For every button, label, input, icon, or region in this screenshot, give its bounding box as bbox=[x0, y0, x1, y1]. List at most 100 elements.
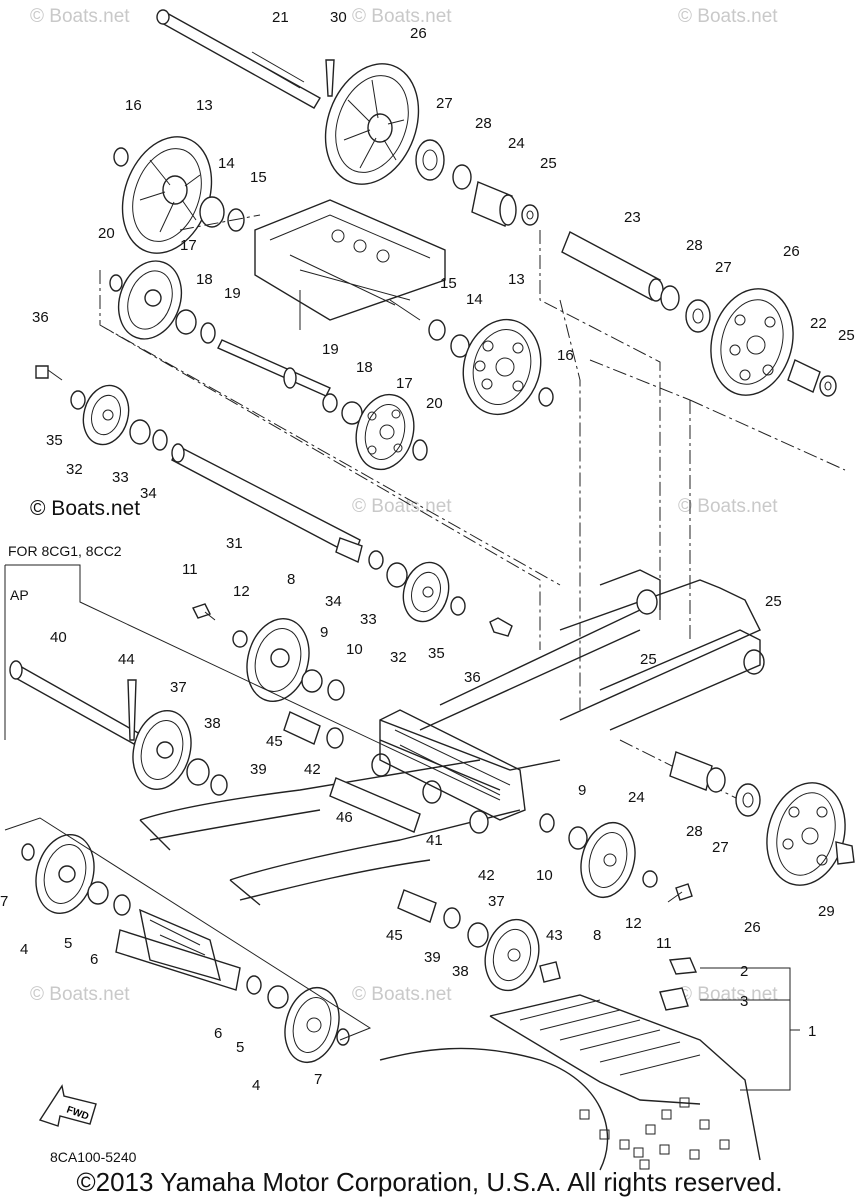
watermark-text: © Boats.net bbox=[678, 984, 778, 1005]
callout-37: 37 bbox=[488, 893, 505, 910]
callout-28: 28 bbox=[686, 237, 703, 254]
diagram-code: 8CA100-5240 bbox=[50, 1149, 137, 1165]
watermark-text: © Boats.net bbox=[678, 496, 778, 517]
callout-19: 19 bbox=[224, 285, 241, 302]
callout-29: 29 bbox=[818, 903, 835, 920]
callout-21: 21 bbox=[272, 9, 289, 26]
model-note: FOR 8CG1, 8CC2 bbox=[8, 543, 122, 559]
callout-27: 27 bbox=[712, 839, 729, 856]
callout-17: 17 bbox=[180, 237, 197, 254]
callout-27: 27 bbox=[436, 95, 453, 112]
callout-34: 34 bbox=[325, 593, 342, 610]
callout-24: 24 bbox=[508, 135, 525, 152]
callout-25: 25 bbox=[838, 327, 855, 344]
callout-7: 7 bbox=[314, 1071, 322, 1088]
lower-right-wheel-assembly bbox=[539, 751, 855, 903]
callout-26: 26 bbox=[783, 243, 800, 260]
callout-2: 2 bbox=[740, 963, 748, 980]
watermark-text: © Boats.net bbox=[678, 6, 778, 27]
callout-40: 40 bbox=[50, 629, 67, 646]
callout-42: 42 bbox=[478, 867, 495, 884]
callout-18: 18 bbox=[356, 359, 373, 376]
callout-10: 10 bbox=[536, 867, 553, 884]
callout-12: 12 bbox=[233, 583, 250, 600]
callout-45: 45 bbox=[266, 733, 283, 750]
callout-4: 4 bbox=[252, 1077, 260, 1094]
callout-38: 38 bbox=[452, 963, 469, 980]
callout-5: 5 bbox=[236, 1039, 244, 1056]
frame-outline-lines bbox=[99, 214, 846, 801]
callout-11: 11 bbox=[656, 935, 672, 952]
callout-32: 32 bbox=[390, 649, 407, 666]
callout-7: 7 bbox=[0, 893, 8, 910]
callout-1: 1 bbox=[808, 1023, 816, 1040]
callout-22: 22 bbox=[810, 315, 827, 332]
callout-28: 28 bbox=[475, 115, 492, 132]
watermarks: © Boats.net © Boats.net © Boats.net © Bo… bbox=[30, 6, 778, 1005]
callout-9: 9 bbox=[320, 624, 328, 641]
track-assembly bbox=[379, 957, 800, 1171]
callout-36: 36 bbox=[32, 309, 49, 326]
callout-46: 46 bbox=[336, 809, 353, 826]
callout-13: 13 bbox=[508, 271, 525, 288]
callout-43: 43 bbox=[546, 927, 563, 944]
callout-16: 16 bbox=[125, 97, 142, 114]
lower-left-wheel-assembly bbox=[9, 603, 561, 1064]
callout-41: 41 bbox=[426, 832, 443, 849]
callout-30: 30 bbox=[330, 9, 347, 26]
callout-42: 42 bbox=[304, 761, 321, 778]
callout-6: 6 bbox=[90, 951, 98, 968]
callout-11: 11 bbox=[182, 561, 198, 578]
callout-17: 17 bbox=[396, 375, 413, 392]
callout-31: 31 bbox=[226, 535, 243, 552]
middle-axle-assembly bbox=[35, 365, 513, 637]
watermark-text: © Boats.net bbox=[352, 496, 452, 517]
callout-15: 15 bbox=[250, 169, 267, 186]
callout-18: 18 bbox=[196, 271, 213, 288]
callout-9: 9 bbox=[578, 782, 586, 799]
callout-15: 15 bbox=[440, 275, 457, 292]
callout-27: 27 bbox=[715, 259, 732, 276]
callout-25: 25 bbox=[540, 155, 557, 172]
area-boundaries bbox=[4, 564, 501, 1041]
callout-34: 34 bbox=[140, 485, 157, 502]
upper-wheel-assembly bbox=[109, 9, 837, 471]
watermark-text: © Boats.net bbox=[30, 6, 130, 27]
watermark-text: © Boats.net bbox=[30, 497, 140, 520]
callout-20: 20 bbox=[426, 395, 443, 412]
callout-39: 39 bbox=[250, 761, 267, 778]
callout-4: 4 bbox=[20, 941, 28, 958]
callout-28: 28 bbox=[686, 823, 703, 840]
callout-32: 32 bbox=[66, 461, 83, 478]
callout-14: 14 bbox=[466, 291, 483, 308]
watermark-text: © Boats.net bbox=[30, 984, 130, 1005]
callout-13: 13 bbox=[196, 97, 213, 114]
callout-25: 25 bbox=[765, 593, 782, 610]
callout-3: 3 bbox=[740, 993, 748, 1010]
callout-26: 26 bbox=[744, 919, 761, 936]
callout-45: 45 bbox=[386, 927, 403, 944]
callout-33: 33 bbox=[112, 469, 129, 486]
callout-25: 25 bbox=[640, 651, 657, 668]
callout-23: 23 bbox=[624, 209, 641, 226]
callout-12: 12 bbox=[625, 915, 642, 932]
part-callouts: 21 30 26 16 13 27 28 24 25 14 15 23 28 2… bbox=[0, 9, 855, 1094]
callout-10: 10 bbox=[346, 641, 363, 658]
callout-35: 35 bbox=[46, 432, 63, 449]
callout-24: 24 bbox=[628, 789, 645, 806]
callout-33: 33 bbox=[360, 611, 377, 628]
callout-19: 19 bbox=[322, 341, 339, 358]
callout-20: 20 bbox=[98, 225, 115, 242]
callout-14: 14 bbox=[218, 155, 235, 172]
slide-rails bbox=[139, 569, 765, 906]
ap-label: AP bbox=[10, 587, 29, 603]
callout-16: 16 bbox=[557, 347, 574, 364]
callout-6: 6 bbox=[214, 1025, 222, 1042]
callout-38: 38 bbox=[204, 715, 221, 732]
watermark-text: © Boats.net bbox=[352, 6, 452, 27]
callout-44: 44 bbox=[118, 651, 135, 668]
callout-5: 5 bbox=[64, 935, 72, 952]
watermark-text: © Boats.net bbox=[352, 984, 452, 1005]
callout-8: 8 bbox=[287, 571, 295, 588]
callout-37: 37 bbox=[170, 679, 187, 696]
